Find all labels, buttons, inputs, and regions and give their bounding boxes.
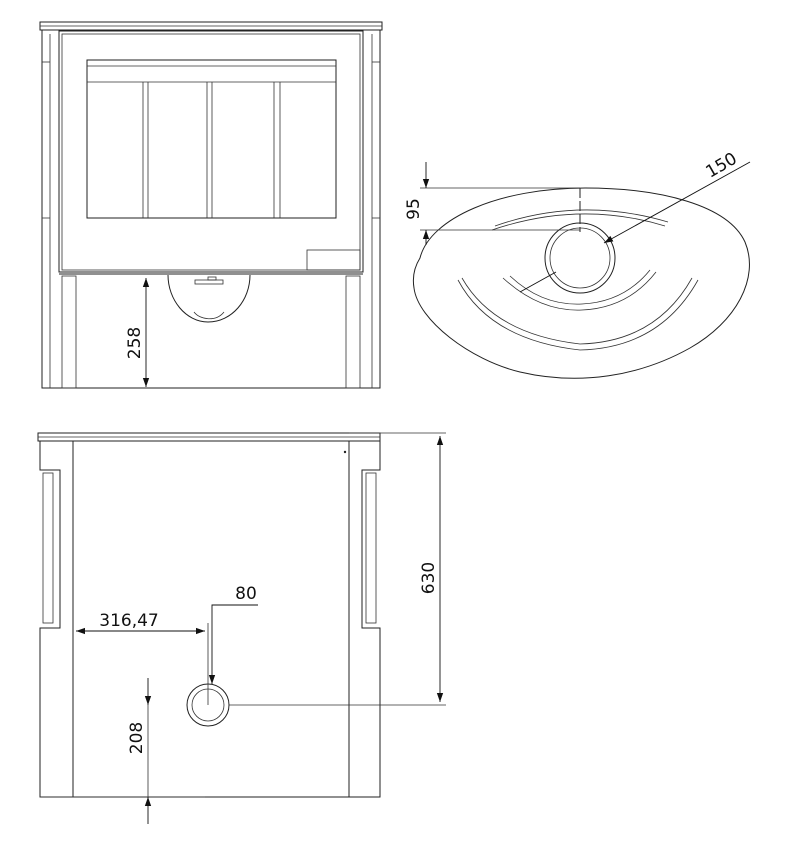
dim-side-horizontal-offset: 316,47: [99, 611, 158, 631]
front-view: 258: [39, 21, 383, 389]
dim-side-flue-height: 208: [127, 722, 147, 754]
side-view: 630 316,47 80 208: [37, 432, 446, 824]
top-view: 95 150: [404, 149, 751, 379]
dim-front-base-height: 258: [125, 327, 145, 359]
dim-side-total-height: 630: [419, 562, 439, 594]
dim-side-flue-diameter: 80: [235, 584, 257, 604]
dim-top-offset: 95: [404, 198, 424, 220]
